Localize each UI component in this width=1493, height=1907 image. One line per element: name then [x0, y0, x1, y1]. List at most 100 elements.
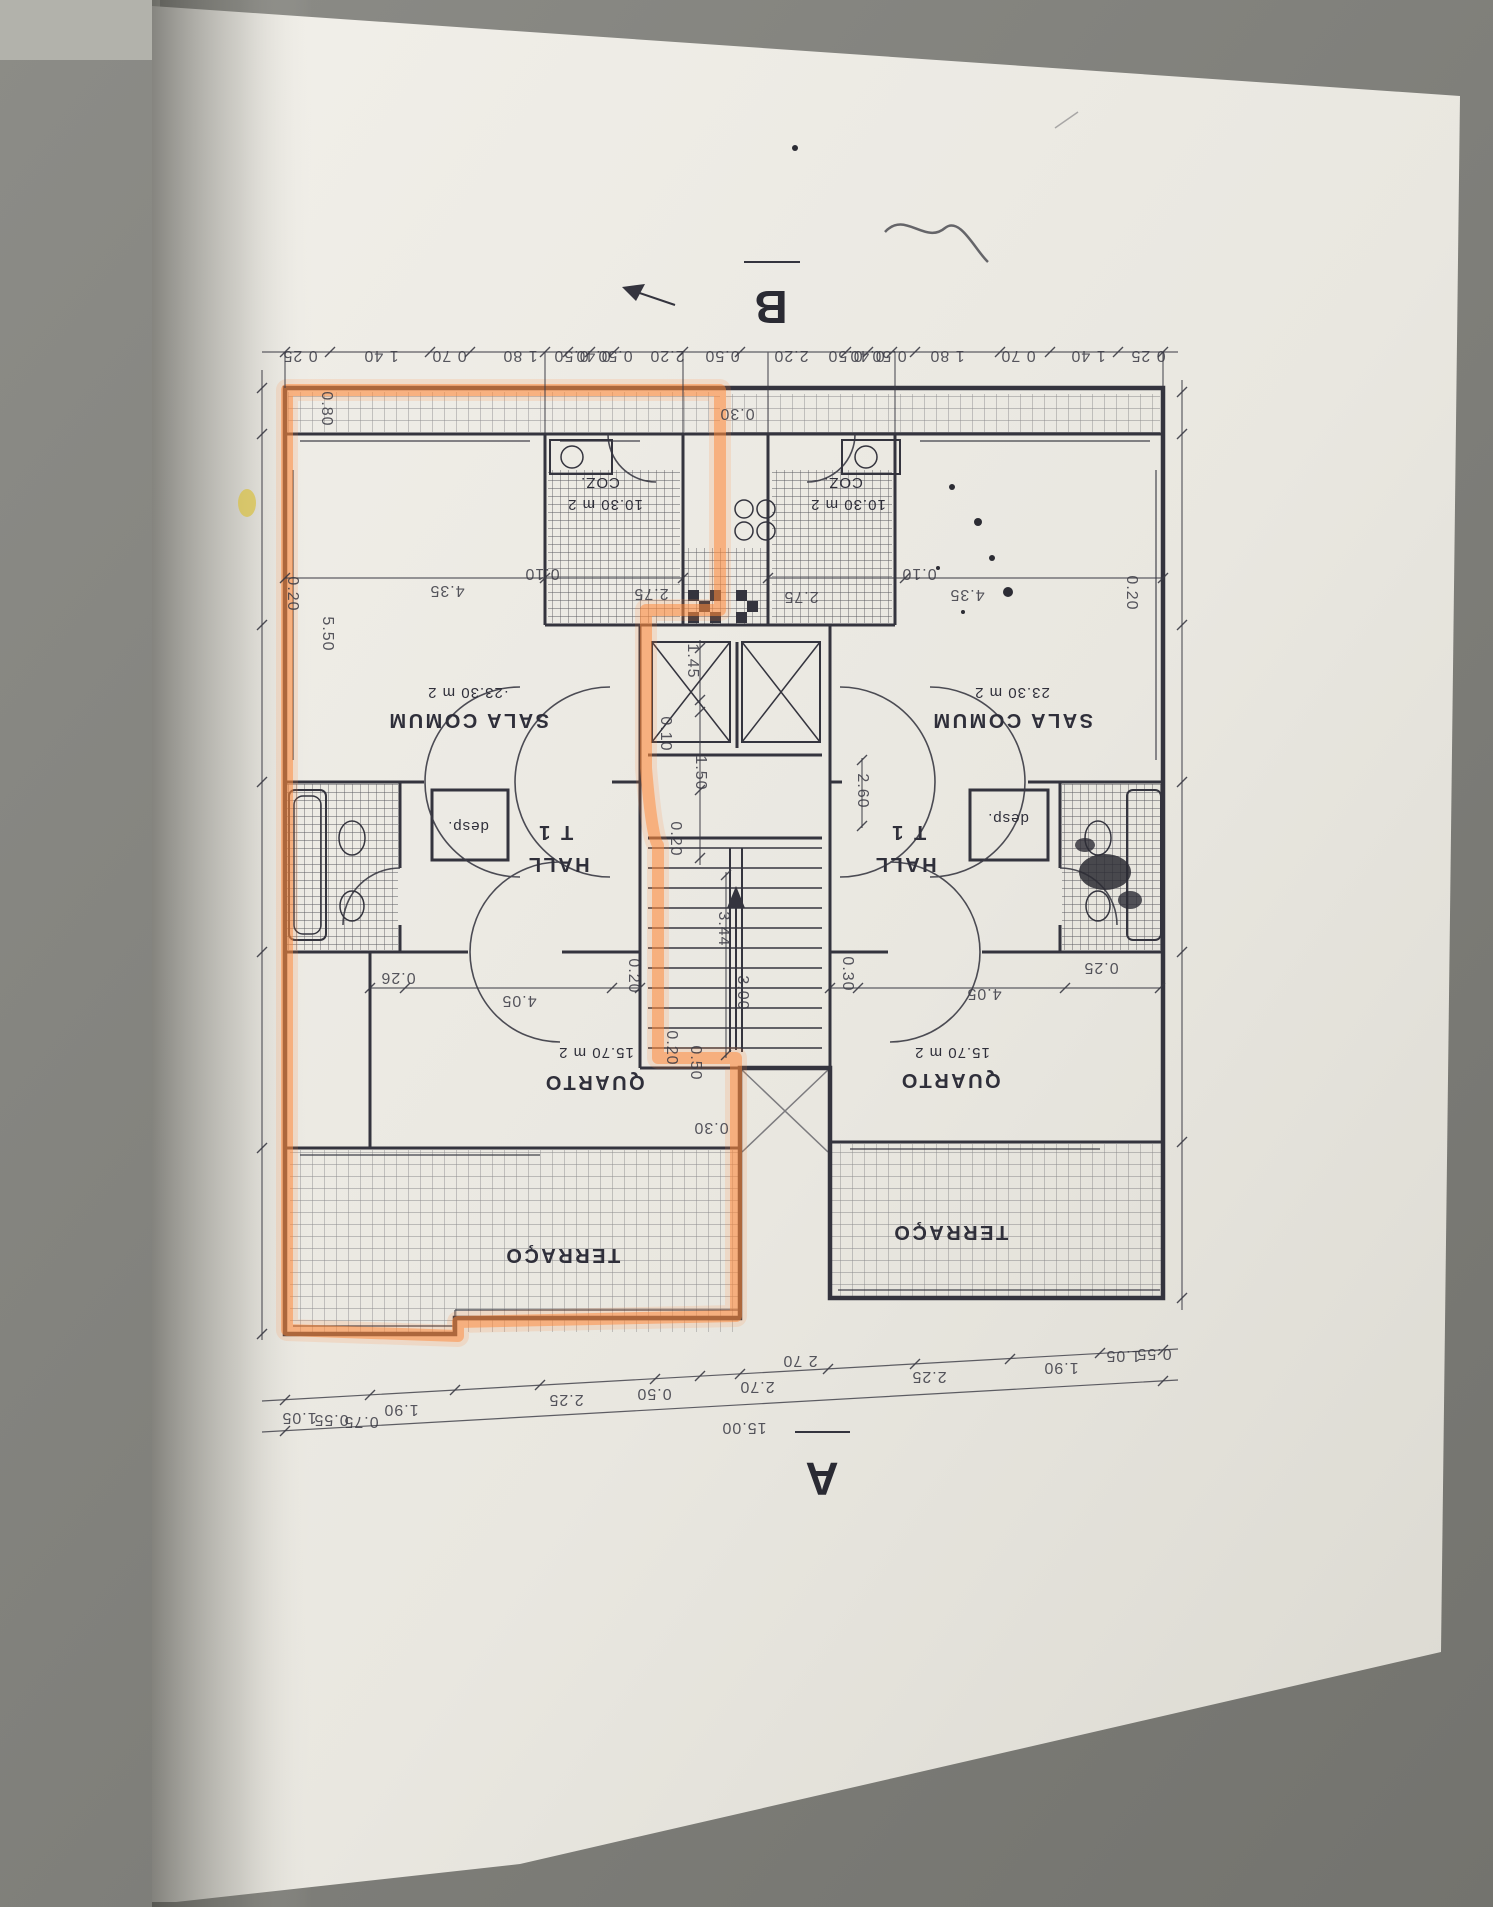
- artifacts: [792, 111, 1142, 909]
- dim-label: 0.75: [343, 1413, 378, 1430]
- dim-label: 2.20: [649, 347, 684, 364]
- dim-label: 0 70: [431, 347, 466, 364]
- kitchen-right-hatch: [772, 470, 892, 623]
- room-label-coz-left: COZ.: [580, 474, 620, 491]
- bathroom-left-hatch: [287, 784, 398, 950]
- dim-label: 0.50: [597, 347, 632, 364]
- kitchen-left-hatch: [548, 470, 680, 623]
- dim-label: 0.40: [575, 347, 610, 364]
- label-t1-left: T 1: [537, 821, 573, 843]
- door-arcs: [342, 433, 1118, 1043]
- section-markers: B A: [622, 261, 850, 1505]
- room-label-sala-right: SALA COMUM: [931, 709, 1093, 731]
- orange-highlight: [276, 379, 747, 1347]
- room-label-desp-right: desp.: [987, 810, 1029, 827]
- room-label-coz-right: COZ.: [823, 474, 863, 491]
- toilet: [338, 820, 366, 856]
- dim-label: 0.10: [657, 716, 674, 751]
- room-label-sala-left-area: ·23.30 m 2: [427, 684, 509, 701]
- dim-label: 1.90: [1043, 1359, 1078, 1376]
- sink-left: [560, 445, 584, 469]
- bidet: [339, 890, 365, 922]
- dim-label: 0.20: [284, 576, 301, 611]
- section-letter-b: B: [754, 281, 787, 333]
- stair-arrowhead: [727, 886, 745, 908]
- dim-label: 0 25: [1130, 347, 1165, 364]
- dim-label: 3.00: [734, 975, 751, 1010]
- recess-brace: [741, 1069, 829, 1153]
- dim-label: 0.50: [871, 347, 906, 364]
- dim-label: 1 80: [929, 347, 964, 364]
- section-letter-a: A: [805, 1453, 838, 1505]
- sink-right: [854, 445, 878, 469]
- dim-label: 15.00: [721, 1419, 766, 1436]
- dimension-labels: 0 25 1 40 0 70 1 80 0.50 0.40 0.50 2.20 …: [281, 347, 1171, 1436]
- dim-label: 0.50: [704, 347, 739, 364]
- sticker-spot: [238, 489, 256, 517]
- dim-label: 0.10: [524, 565, 559, 582]
- dim-label: 0.10: [901, 565, 936, 582]
- kitchen-fixtures: [549, 439, 901, 541]
- desp-right-room: [968, 788, 1050, 862]
- dim-label: 4.35: [429, 582, 464, 599]
- dim-label: 0.20: [663, 1030, 680, 1065]
- dim-label: 0.30: [719, 405, 754, 422]
- room-label-quarto-right: QUARTO: [899, 1069, 1000, 1091]
- room-label-coz-left-area: 10.30 m 2: [567, 496, 643, 513]
- room-label-quarto-left-area: 15.70 m 2: [558, 1044, 634, 1061]
- dim-label: 2.60: [854, 773, 871, 808]
- room-label-hall-left: HALL: [526, 853, 589, 875]
- stairs: [648, 847, 829, 1153]
- dim-label: 0.50: [636, 1385, 671, 1402]
- dim-label: 0.25: [1083, 959, 1118, 976]
- paper-page: [152, 6, 1460, 1902]
- dim-label: 1.05: [281, 1409, 316, 1426]
- floor-plan: 0 25 1 40 0 70 1 80 0.50 0.40 0.50 2.20 …: [256, 111, 1188, 1505]
- dim-label: 0.40: [849, 347, 884, 364]
- dim-label: 0.20: [625, 958, 642, 993]
- dim-label: 0.30: [693, 1119, 728, 1136]
- room-label-terraco-left: TERRAÇO: [504, 1244, 620, 1266]
- stove-burner: [734, 499, 754, 519]
- dim-label: 1.50: [692, 755, 709, 790]
- dimension-lines: [256, 346, 1188, 1437]
- dim-label: 1.05: [1105, 1347, 1140, 1364]
- dim-label: 0.50: [687, 1045, 704, 1080]
- room-label-quarto-left: QUARTO: [543, 1071, 644, 1093]
- folder-top-edge: [0, 0, 160, 60]
- dim-label: 0 25: [282, 347, 317, 364]
- dim-label: 4.05: [501, 992, 536, 1009]
- terrace-right-hatch: [832, 1144, 1161, 1296]
- room-label-sala-left: SALA COMUM: [387, 709, 549, 731]
- dim-label: 1 40: [363, 347, 398, 364]
- stove-burner: [756, 499, 776, 519]
- dim-label: 1 80: [502, 347, 537, 364]
- dim-label: 2.75: [633, 585, 668, 602]
- bidet: [1085, 890, 1111, 922]
- balcony-right-hatch: [726, 394, 1160, 433]
- dim-label: 2.75: [783, 588, 818, 605]
- dim-label: 2 70: [782, 1352, 817, 1369]
- section-b-arrowhead: [622, 284, 645, 301]
- dim-label: 0.80: [318, 391, 335, 426]
- room-label-terraco-right: TERRAÇO: [892, 1221, 1008, 1243]
- dim-label: 2.70: [739, 1378, 774, 1395]
- stove-burner: [756, 521, 776, 541]
- counter-left: [549, 439, 613, 475]
- room-label-hall-right: HALL: [873, 853, 936, 875]
- dim-label: 0.20: [1123, 575, 1140, 610]
- balcony-left-hatch: [288, 392, 720, 432]
- room-label-sala-right-area: 23.30 m 2: [974, 684, 1050, 701]
- dim-label: 0.50: [827, 347, 862, 364]
- terrace-left-hatch: [290, 1150, 738, 1332]
- dim-label: 0.55: [1136, 1345, 1171, 1362]
- dim-label: 2.25: [911, 1368, 946, 1385]
- room-label-quarto-right-area: 15.70 m 2: [914, 1044, 990, 1061]
- dim-label: 5.50: [319, 616, 336, 651]
- dim-label: 2.20: [773, 347, 808, 364]
- dim-label: 0.50: [553, 347, 588, 364]
- dim-label: 1.45: [684, 643, 701, 678]
- dim-label: 0 70: [1000, 347, 1035, 364]
- room-labels: ·23.30 m 2 SALA COMUM 23.30 m 2 SALA COM…: [387, 474, 1093, 1266]
- dim-label: 0.20: [667, 821, 684, 856]
